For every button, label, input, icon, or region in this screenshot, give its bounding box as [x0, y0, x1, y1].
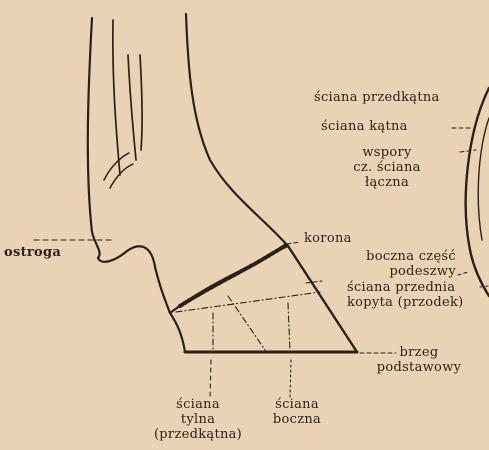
leader-boczna-sciana — [290, 360, 291, 397]
coronet-band — [180, 245, 286, 306]
guide-line — [228, 296, 265, 350]
label-sciana-tylna: ściana tylna (przedkątna) — [140, 397, 256, 442]
label-boczna-czesc: boczna część podeszwy — [345, 249, 456, 279]
label-ostroga: ostroga — [4, 245, 61, 260]
label-line: kopyta (przodek) — [347, 295, 487, 310]
fetlock-outline — [98, 246, 170, 313]
label-line: podstawowy — [362, 360, 476, 375]
label-korona: korona — [304, 231, 352, 246]
label-line: wspory — [338, 145, 436, 160]
guide-line — [288, 303, 290, 352]
label-sciana-przednia: ściana przednia kopyta (przodek) — [347, 280, 487, 310]
leg-back-outline — [88, 18, 100, 258]
leader-wspory — [460, 150, 476, 152]
label-line: ściana — [258, 397, 336, 412]
label-line: ściana przednia — [347, 280, 487, 295]
label-line: (przedkątna) — [140, 427, 256, 442]
label-line: cz. ściana — [338, 160, 436, 175]
tendon-line — [104, 153, 129, 180]
label-line: łączna — [338, 175, 436, 190]
tendon-line — [113, 20, 120, 175]
label-line: brzeg — [362, 345, 476, 360]
leader-podeszwy — [458, 272, 468, 275]
leader-boczna — [306, 281, 322, 283]
label-brzeg-podstawowy: brzeg podstawowy — [362, 345, 476, 375]
label-sciana-przedkatna: ściana przedkątna — [314, 90, 440, 105]
leg-front-outline — [186, 14, 288, 246]
tendon-line — [110, 164, 133, 188]
label-line: tylna — [140, 412, 256, 427]
label-line: ściana — [140, 397, 256, 412]
label-sciana-katna: ściana kątna — [321, 119, 408, 134]
sole-outline — [466, 88, 489, 296]
label-sciana-boczna: ściana boczna — [258, 397, 336, 427]
hoof-heel — [170, 313, 185, 352]
leader-korona — [287, 242, 300, 244]
tendon-line — [128, 55, 136, 160]
label-line: boczna część — [345, 249, 456, 264]
label-wspory: wspory cz. ściana łączna — [338, 145, 436, 190]
sole-outline — [478, 118, 489, 240]
tendon-line — [140, 55, 142, 150]
label-line: boczna — [258, 412, 336, 427]
leader-tylna — [210, 360, 211, 398]
label-line: podeszwy — [345, 264, 456, 279]
